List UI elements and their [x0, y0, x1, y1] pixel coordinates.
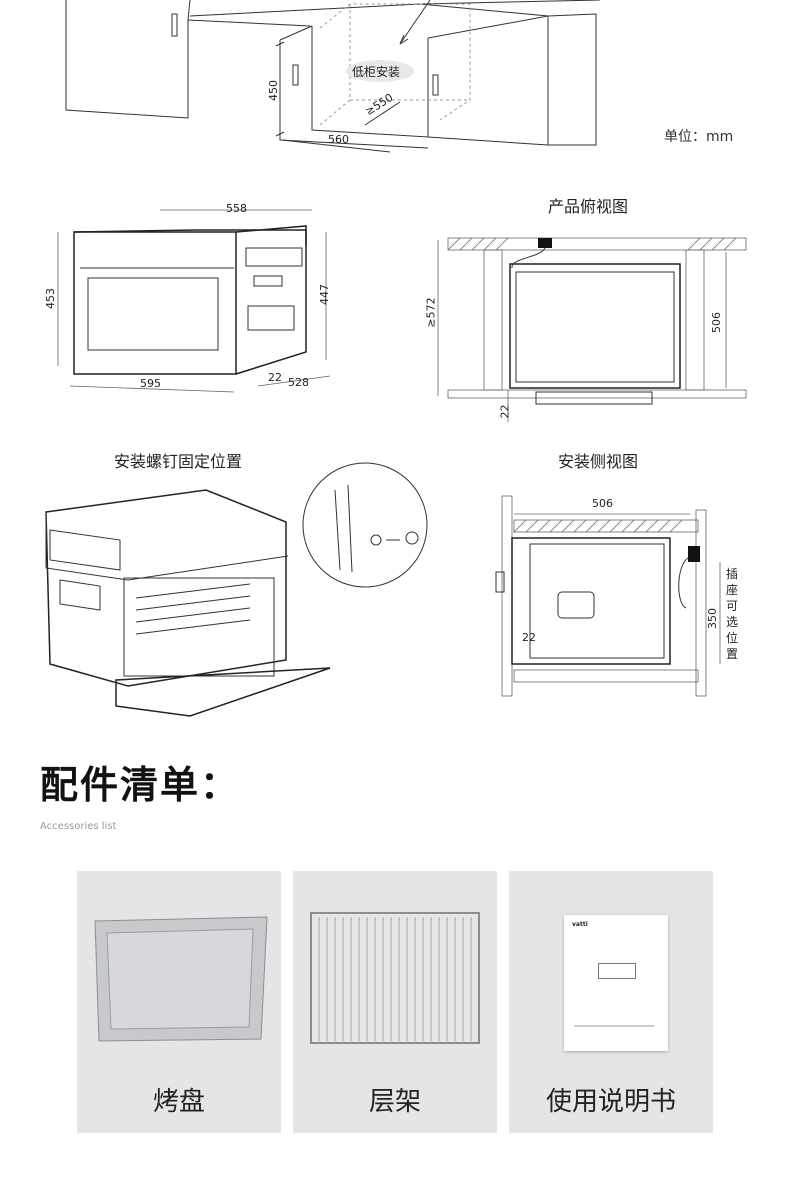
dim-22-side: 22: [522, 631, 536, 644]
cabinet-bubble-label: 低柜安装: [352, 65, 401, 79]
dim-447: 447: [318, 284, 331, 305]
manual-footer-line: [574, 1025, 654, 1027]
baking-tray-image: [94, 916, 268, 1042]
unit-label: 单位：mm: [664, 129, 734, 145]
cabinet-drawing: [65, 0, 601, 153]
dim-450: 450: [267, 80, 280, 101]
dim-558: 558: [226, 202, 247, 215]
side-view-title: 安装侧视图: [558, 452, 639, 471]
manual-image: vatti: [564, 915, 668, 1051]
accessories-title: 配件清单：: [40, 763, 241, 807]
accessory-card-rack: 层架: [293, 871, 497, 1133]
socket-label: 插座可选位置: [726, 567, 739, 661]
side-view-drawing: [495, 495, 721, 697]
accessories-subtitle: Accessories list: [40, 821, 117, 832]
accessory-label-manual: 使用说明书: [545, 1087, 676, 1117]
dim-595: 595: [140, 377, 161, 390]
accessory-card-tray: 烤盘: [77, 871, 281, 1133]
manual-cover-box: [598, 963, 636, 979]
top-view-title: 产品俯视图: [548, 197, 629, 216]
oven-iso-drawing: [57, 209, 331, 393]
dim-22-topview: 22: [498, 404, 512, 419]
wire-rack-image: [310, 912, 480, 1044]
dim-560: 560: [328, 133, 349, 146]
screw-view-drawing: [45, 462, 428, 717]
dim-506-side: 506: [592, 497, 613, 510]
screw-view-title: 安装螺钉固定位置: [114, 452, 243, 471]
accessory-label-tray: 烤盘: [152, 1087, 205, 1117]
dim-528: 528: [288, 376, 309, 389]
dim-350: 350: [706, 608, 719, 629]
dim-572: ≥572: [424, 297, 438, 328]
manual-brand: vatti: [572, 921, 588, 928]
top-view-drawing: [437, 237, 747, 422]
dim-453: 453: [44, 288, 57, 309]
dim-506: 506: [710, 312, 723, 333]
accessory-card-manual: vatti 使用说明书: [509, 871, 713, 1133]
accessory-label-rack: 层架: [368, 1087, 421, 1117]
dim-22: 22: [268, 371, 282, 384]
